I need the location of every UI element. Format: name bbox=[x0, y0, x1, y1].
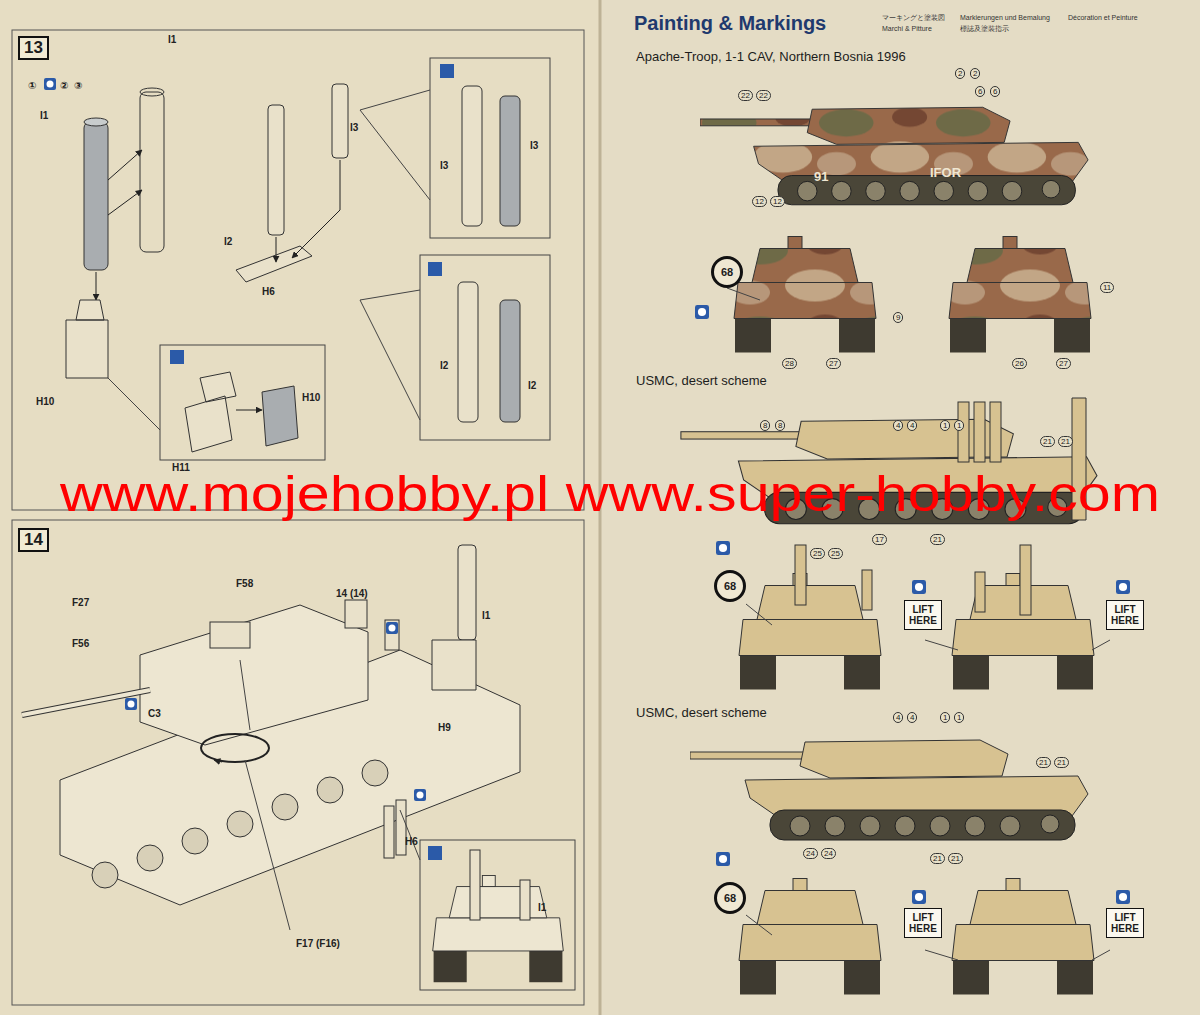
vehicle-marking: IFOR bbox=[930, 166, 961, 181]
part-label: H10 bbox=[302, 392, 320, 404]
decal-number: 27 bbox=[826, 358, 841, 369]
part-label: I1 bbox=[482, 610, 490, 622]
decal-number: 21 bbox=[930, 853, 945, 864]
lift-here-decal: LIFT HERE bbox=[1106, 600, 1144, 630]
part-label: ① bbox=[28, 80, 36, 92]
part-label: F58 bbox=[236, 578, 253, 590]
language-heading: 標誌及塗裝指示 bbox=[960, 25, 1009, 33]
node-text: LIFT HERE bbox=[1111, 604, 1139, 626]
step-number: 13 bbox=[18, 36, 49, 60]
scheme-heading: USMC, desert scheme bbox=[636, 706, 767, 721]
watermark: www.mojehobby.pl www.super-hobby.com bbox=[60, 466, 1160, 524]
node-text: LIFT HERE bbox=[909, 912, 937, 934]
decal-number: 12 bbox=[770, 196, 785, 207]
part-label: I1 bbox=[168, 34, 176, 46]
part-label: ③ bbox=[74, 80, 82, 92]
part-label: F17 (F16) bbox=[296, 938, 340, 950]
decal-number: 22 bbox=[738, 90, 753, 101]
decal-number: 24 bbox=[821, 848, 836, 859]
part-label: 14 (14) bbox=[336, 588, 368, 600]
part-label: I2 bbox=[224, 236, 232, 248]
part-label: ② bbox=[60, 80, 68, 92]
part-label: H9 bbox=[438, 722, 451, 734]
part-label: I3 bbox=[530, 140, 538, 152]
part-label: I3 bbox=[350, 122, 358, 134]
part-label: H6 bbox=[405, 836, 418, 848]
decal-number: 22 bbox=[756, 90, 771, 101]
node-text: 13 bbox=[24, 38, 43, 57]
node-text: 68 bbox=[724, 580, 736, 592]
decal-number: 27 bbox=[1056, 358, 1071, 369]
node-text: 68 bbox=[724, 892, 736, 904]
node-text: LIFT HERE bbox=[909, 604, 937, 626]
decal-number: 28 bbox=[782, 358, 797, 369]
lift-here-decal: LIFT HERE bbox=[904, 908, 942, 938]
decal-number: 21 bbox=[930, 534, 945, 545]
scheme-heading: USMC, desert scheme bbox=[636, 374, 767, 389]
language-heading: マーキングと塗装図 bbox=[882, 14, 945, 22]
part-label: H10 bbox=[36, 396, 54, 408]
speed-sign-decal: 68 bbox=[714, 570, 746, 602]
decal-number: 17 bbox=[872, 534, 887, 545]
scheme-heading: Apache-Troop, 1-1 CAV, Northern Bosnia 1… bbox=[636, 50, 906, 65]
step-number: 14 bbox=[18, 528, 49, 552]
speed-sign-decal: 68 bbox=[711, 256, 743, 288]
part-label: H6 bbox=[262, 286, 275, 298]
decal-number: 21 bbox=[1054, 757, 1069, 768]
decal-number: 21 bbox=[1058, 436, 1073, 447]
decal-number: 21 bbox=[948, 853, 963, 864]
decal-number: 12 bbox=[752, 196, 767, 207]
part-label: F27 bbox=[72, 597, 89, 609]
part-label: I2 bbox=[440, 360, 448, 372]
decal-number: 25 bbox=[810, 548, 825, 559]
decal-number: 21 bbox=[1036, 757, 1051, 768]
part-label: I1 bbox=[538, 902, 546, 914]
node-text: 68 bbox=[721, 266, 733, 278]
lift-here-decal: LIFT HERE bbox=[904, 600, 942, 630]
decal-number: 25 bbox=[828, 548, 843, 559]
decal-number: 26 bbox=[1012, 358, 1027, 369]
page-title: Painting & Markings bbox=[634, 12, 826, 35]
language-heading: Markierungen und Bemalung bbox=[960, 14, 1050, 22]
decal-number: 11 bbox=[1100, 282, 1114, 293]
part-label: I3 bbox=[440, 160, 448, 172]
decal-number: 21 bbox=[1040, 436, 1055, 447]
part-label: F56 bbox=[72, 638, 89, 650]
language-heading: Décoration et Peinture bbox=[1068, 14, 1138, 22]
part-label: I2 bbox=[528, 380, 536, 392]
part-label: I1 bbox=[40, 110, 48, 122]
vehicle-marking: 91 bbox=[814, 170, 828, 185]
lift-here-decal: LIFT HERE bbox=[1106, 908, 1144, 938]
language-heading: Marchi & Pitture bbox=[882, 25, 932, 33]
speed-sign-decal: 68 bbox=[714, 882, 746, 914]
node-text: 14 bbox=[24, 530, 43, 549]
node-text: LIFT HERE bbox=[1111, 912, 1139, 934]
part-label: C3 bbox=[148, 708, 161, 720]
decal-number: 24 bbox=[803, 848, 818, 859]
